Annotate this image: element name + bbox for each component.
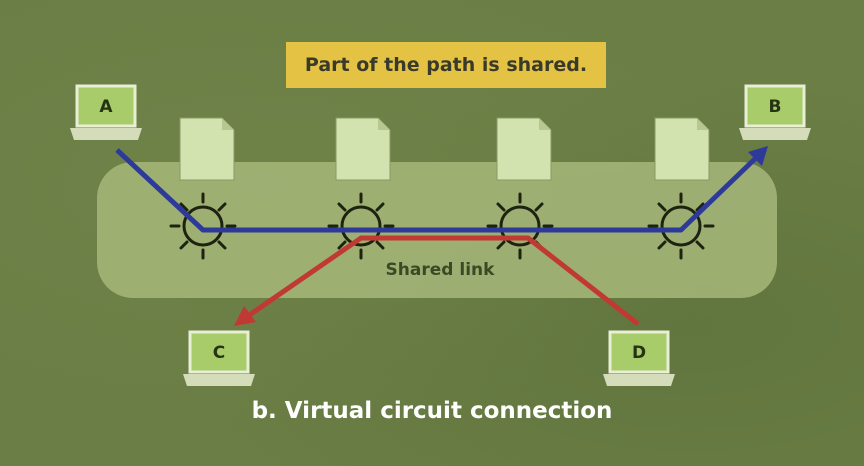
router-icon: [327, 192, 395, 260]
laptop-a: A: [70, 84, 142, 140]
laptop-d: D: [603, 330, 675, 386]
host-label-a: A: [99, 97, 113, 117]
laptop-c: C: [183, 330, 255, 386]
figure-caption: b. Virtual circuit connection: [251, 398, 613, 424]
packet-icon: [654, 117, 710, 181]
path-d-to-c: [243, 235, 640, 326]
host-label-c: C: [213, 343, 225, 363]
banner: Part of the path is shared.: [286, 42, 606, 88]
laptop-b: B: [739, 84, 811, 140]
path-a-to-b: [115, 148, 762, 233]
shared-link-label: Shared link: [385, 260, 495, 280]
host-label-d: D: [632, 343, 646, 363]
packet-icon: [335, 117, 391, 181]
banner-text: Part of the path is shared.: [304, 54, 588, 76]
router-icon: [169, 192, 237, 260]
router-icon: [647, 192, 715, 260]
packet-icon: [496, 117, 552, 181]
arrowhead-c: [234, 306, 256, 326]
packet-icon: [179, 117, 235, 181]
host-label-b: B: [769, 97, 782, 117]
arrowhead-b: [748, 146, 768, 166]
